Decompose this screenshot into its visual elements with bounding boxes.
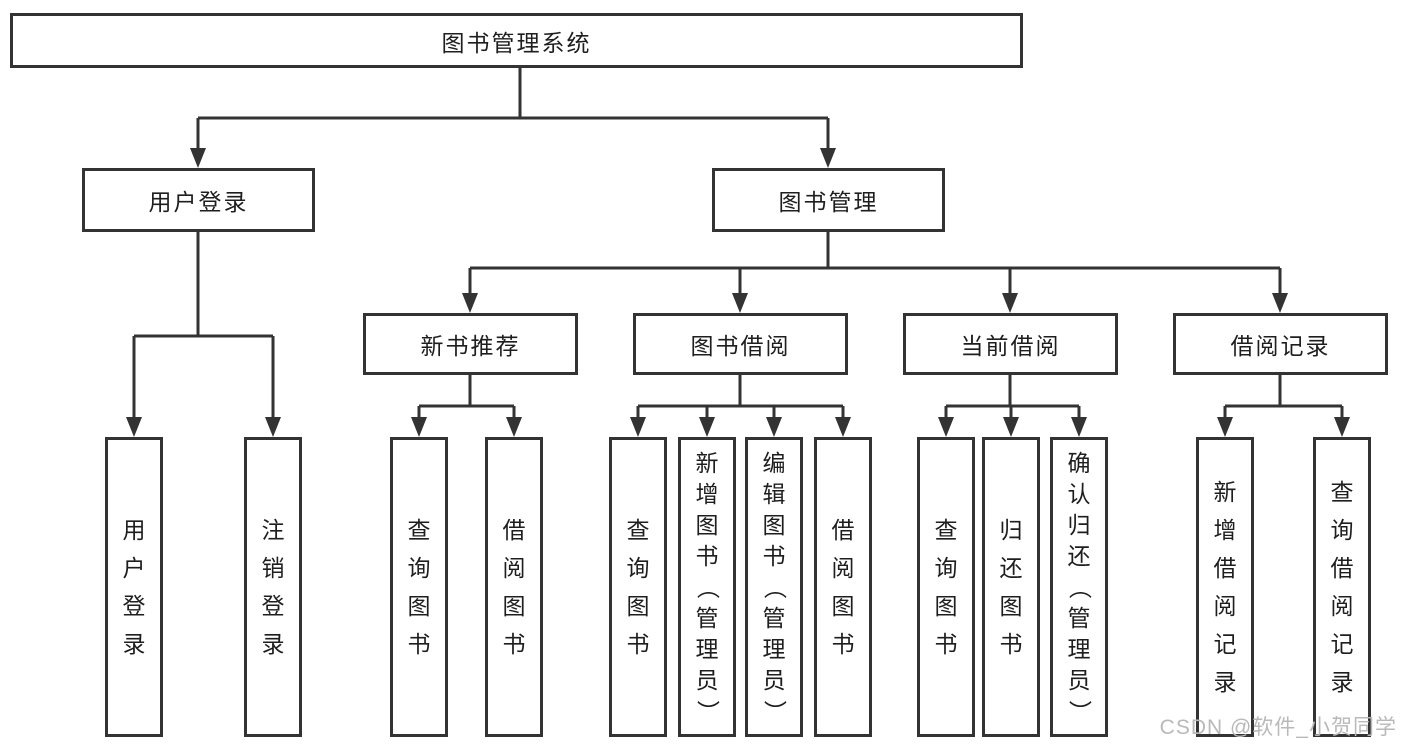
leaf-add-books-admin-label: 新增图书（管理员） bbox=[694, 449, 721, 723]
leaf-add-books-admin: 新增图书（管理员） bbox=[678, 437, 736, 737]
node-book-borrow: 图书借阅 bbox=[633, 313, 848, 375]
leaf-borrow-books-recommend-label: 借阅图书 bbox=[502, 517, 526, 657]
leaf-query-books-borrow: 查询图书 bbox=[609, 437, 667, 737]
leaf-logout: 注销登录 bbox=[244, 437, 302, 737]
leaf-query-books-recommend-label: 查询图书 bbox=[407, 517, 431, 657]
node-new-book-recommend: 新书推荐 bbox=[363, 313, 578, 375]
node-book-management-label: 图书管理 bbox=[778, 189, 879, 215]
leaf-user-login-label: 用户登录 bbox=[122, 517, 146, 657]
node-current-borrow: 当前借阅 bbox=[903, 313, 1118, 375]
leaf-query-books-current: 查询图书 bbox=[917, 437, 975, 737]
leaf-logout-label: 注销登录 bbox=[261, 517, 285, 657]
leaf-query-books-borrow-label: 查询图书 bbox=[626, 517, 650, 657]
leaf-borrow-books-label: 借阅图书 bbox=[831, 517, 855, 657]
arrowhead-icons bbox=[126, 148, 1350, 437]
leaf-query-borrow-record-label: 查询借阅记录 bbox=[1330, 479, 1354, 695]
node-borrow-record: 借阅记录 bbox=[1173, 313, 1388, 375]
leaf-add-borrow-record-label: 新增借阅记录 bbox=[1213, 479, 1237, 695]
leaf-confirm-return-admin: 确认归还（管理员） bbox=[1050, 437, 1108, 737]
leaf-borrow-books-recommend: 借阅图书 bbox=[485, 437, 543, 737]
node-current-borrow-label: 当前借阅 bbox=[960, 333, 1061, 359]
leaf-user-login: 用户登录 bbox=[105, 437, 163, 737]
leaf-query-borrow-record: 查询借阅记录 bbox=[1313, 437, 1371, 737]
node-root-system: 图书管理系统 bbox=[10, 13, 1023, 68]
node-user-login: 用户登录 bbox=[82, 168, 315, 232]
leaf-return-books: 归还图书 bbox=[982, 437, 1040, 737]
node-new-book-recommend-label: 新书推荐 bbox=[420, 333, 521, 359]
node-root-label: 图书管理系统 bbox=[441, 29, 592, 56]
node-book-management: 图书管理 bbox=[712, 168, 945, 232]
node-book-borrow-label: 图书借阅 bbox=[690, 333, 791, 359]
node-borrow-record-label: 借阅记录 bbox=[1230, 333, 1331, 359]
leaf-return-books-label: 归还图书 bbox=[999, 517, 1023, 657]
leaf-edit-books-admin-label: 编辑图书（管理员） bbox=[761, 449, 788, 723]
leaf-query-books-recommend: 查询图书 bbox=[390, 437, 448, 737]
leaf-query-books-current-label: 查询图书 bbox=[934, 517, 958, 657]
leaf-borrow-books: 借阅图书 bbox=[814, 437, 872, 737]
leaf-edit-books-admin: 编辑图书（管理员） bbox=[745, 437, 803, 737]
node-user-login-label: 用户登录 bbox=[148, 189, 249, 215]
leaf-add-borrow-record: 新增借阅记录 bbox=[1196, 437, 1254, 737]
csdn-watermark: CSDN @软件_小贺同学 bbox=[1159, 716, 1397, 739]
leaf-confirm-return-admin-label: 确认归还（管理员） bbox=[1066, 449, 1093, 723]
